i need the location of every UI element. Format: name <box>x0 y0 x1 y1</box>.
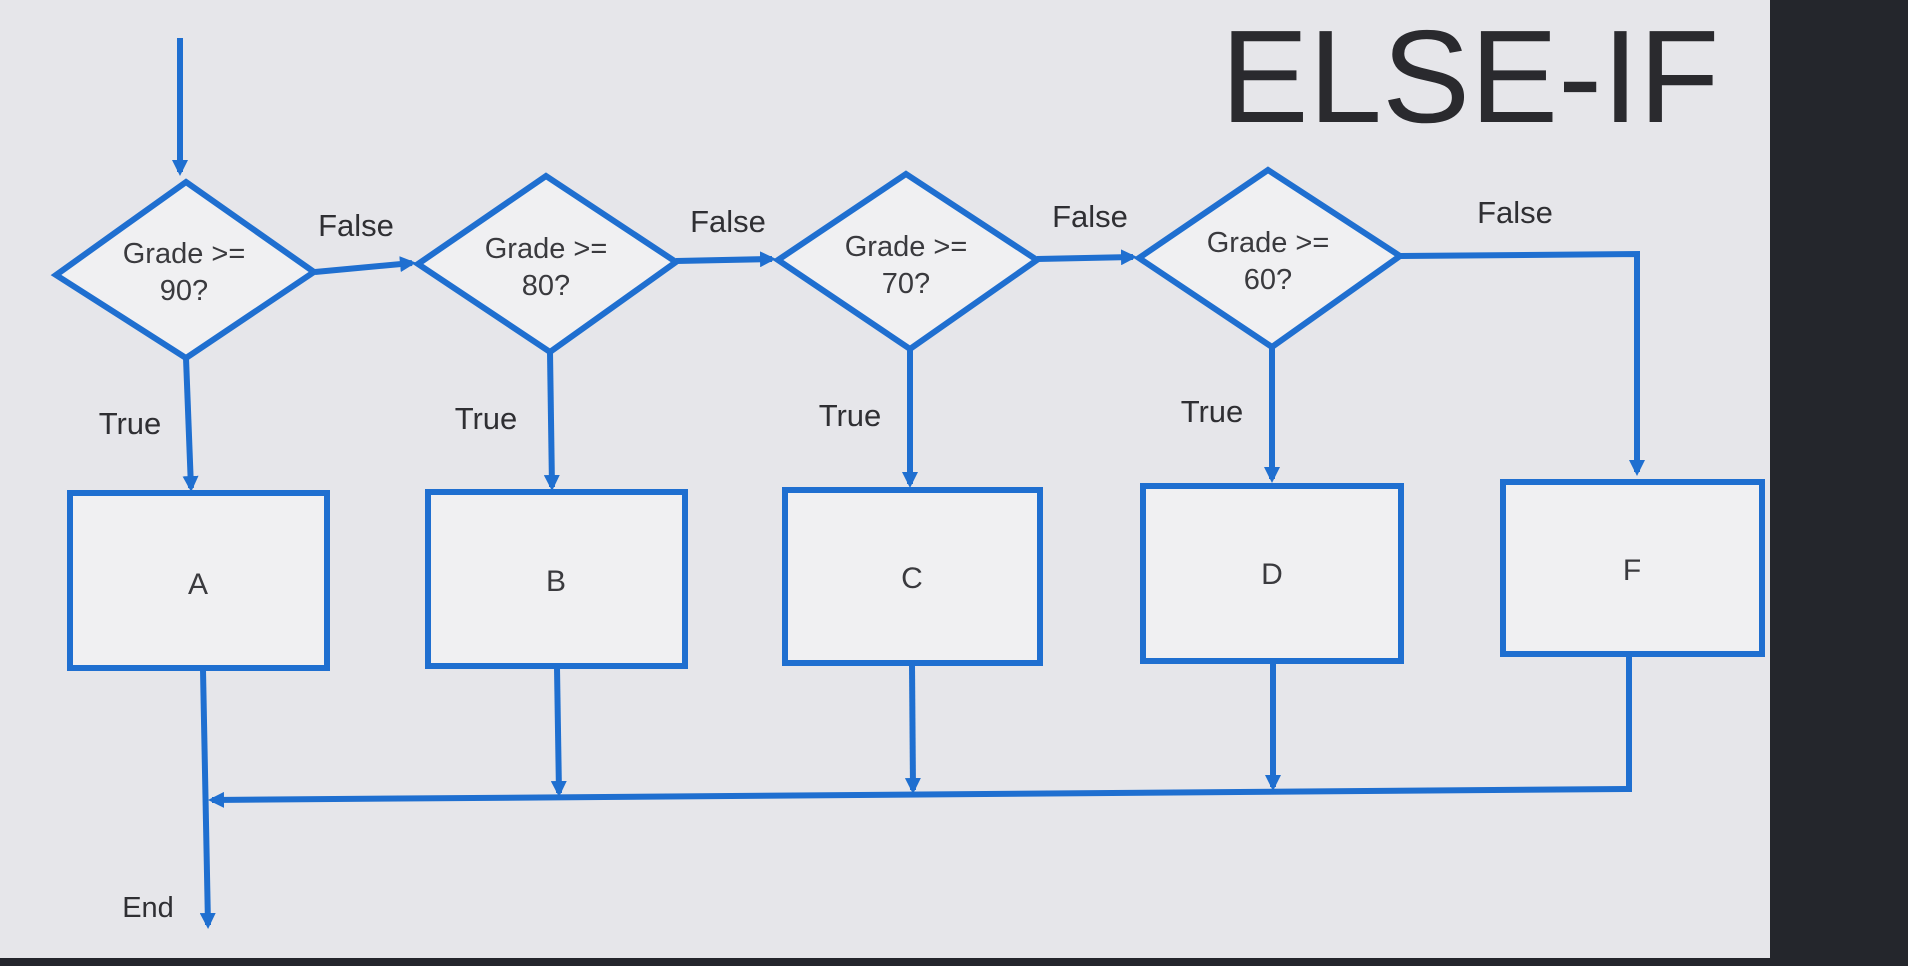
decisions <box>50 166 1406 362</box>
merge-drop-c <box>904 664 921 794</box>
result-label-d: D <box>1261 558 1283 591</box>
merge-drop-b <box>550 667 567 797</box>
slide-title: ELSE-IF <box>1221 3 1720 150</box>
false-arrow-2 <box>675 251 776 268</box>
result-box-b <box>425 489 688 669</box>
condition-1-line2: 90? <box>160 275 208 307</box>
true-label-3: True <box>819 398 882 433</box>
decision-diamond-4 <box>1133 166 1406 351</box>
end-arrow <box>199 669 216 929</box>
result-label-c: C <box>901 562 923 595</box>
false-arrow-1 <box>314 256 416 275</box>
decision-diamond-1 <box>50 178 320 362</box>
true-label-2: True <box>455 401 518 436</box>
true-label-4: True <box>1181 394 1244 429</box>
condition-3-line1: Grade >= <box>845 231 968 263</box>
result-box-d <box>1140 483 1404 664</box>
result-label-f: F <box>1623 554 1641 587</box>
flowchart: ELSE-IF <box>50 3 1765 929</box>
result-box-c <box>782 487 1043 666</box>
true-arrow-1 <box>182 357 199 492</box>
connectors <box>172 38 1645 929</box>
false-label-4: False <box>1477 195 1553 230</box>
false-arrow-4 <box>1399 250 1645 476</box>
result-box-f <box>1500 479 1765 657</box>
condition-3-line2: 70? <box>882 268 930 300</box>
decision-diamond-3 <box>772 170 1043 353</box>
condition-1-line1: Grade >= <box>123 238 246 270</box>
condition-4-line2: 60? <box>1244 264 1292 296</box>
false-label-2: False <box>690 204 766 239</box>
result-boxes <box>67 479 1765 671</box>
condition-2-line1: Grade >= <box>485 233 608 265</box>
true-label-1: True <box>99 406 162 441</box>
true-arrow-2 <box>543 351 560 491</box>
decision-diamond-2 <box>412 172 682 356</box>
false-label-1: False <box>318 208 394 243</box>
condition-4-line1: Grade >= <box>1207 227 1330 259</box>
end-label: End <box>122 892 174 924</box>
false-arrow-3 <box>1036 249 1137 266</box>
result-label-b: B <box>546 565 566 598</box>
result-label-a: A <box>188 568 208 601</box>
false-label-3: False <box>1052 199 1128 234</box>
condition-2-line2: 80? <box>522 270 570 302</box>
slide: ELSE-IF <box>0 0 1770 958</box>
result-box-a <box>67 490 330 671</box>
merge-line <box>208 786 1627 808</box>
merge-drop-f <box>1626 656 1632 792</box>
